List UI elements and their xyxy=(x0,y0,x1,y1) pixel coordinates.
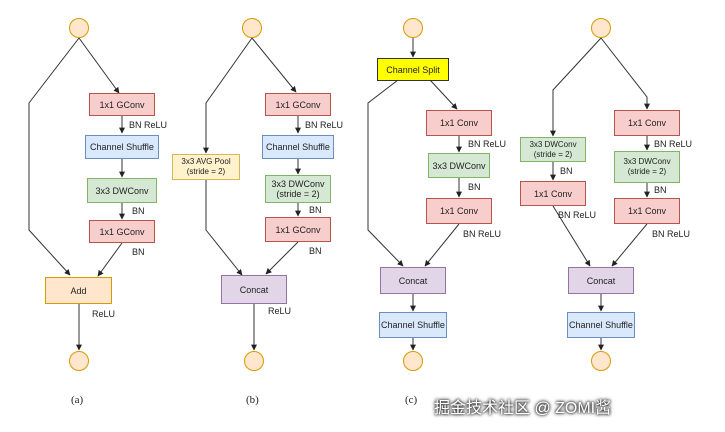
a-bn-label-1: BN xyxy=(132,206,145,216)
c-concat-box: Concat xyxy=(380,267,446,294)
b-input-node xyxy=(242,18,262,38)
c-conv2-box: 1x1 Conv xyxy=(426,198,492,224)
c-channel-split-box: Channel Split xyxy=(377,58,449,81)
d-output-node xyxy=(591,351,611,371)
a-gconv1-box: 1x1 GConv xyxy=(89,93,155,116)
a-bn-relu-label: BN ReLU xyxy=(129,120,168,130)
d-left-dwconv-box: 3x3 DWConv (stride = 2) xyxy=(520,137,586,162)
d-right-conv1-box: 1x1 Conv xyxy=(614,110,680,136)
a-relu-label: ReLU xyxy=(92,309,116,319)
watermark: 掘金技术社区 @ ZOMI酱 xyxy=(434,400,612,417)
b-bn-label-1: BN xyxy=(309,205,322,215)
b-output-node xyxy=(244,351,264,371)
c-input-node xyxy=(403,18,423,38)
d-concat-box: Concat xyxy=(568,267,634,294)
b-concat-box: Concat xyxy=(221,275,287,304)
d-left-bn-label: BN xyxy=(560,166,573,176)
c-caption: (c) xyxy=(405,394,418,406)
b-bn-relu-label: BN ReLU xyxy=(305,120,344,130)
d-left-conv-box: 1x1 Conv xyxy=(520,181,586,206)
d-channel-shuffle-box: Channel Shuffle xyxy=(567,312,635,338)
a-add-box: Add xyxy=(45,277,112,304)
d-right-conv2-box: 1x1 Conv xyxy=(614,198,680,224)
d-right-bn-relu-label-1: BN ReLU xyxy=(654,139,693,149)
a-gconv2-box: 1x1 GConv xyxy=(89,220,155,243)
a-bn-label-2: BN xyxy=(132,247,145,257)
b-gconv2-box: 1x1 GConv xyxy=(265,217,331,242)
b-bn-label-2: BN xyxy=(309,246,322,256)
c-bn-label: BN xyxy=(468,182,481,192)
c-conv1-box: 1x1 Conv xyxy=(426,110,492,136)
d-left-bn-relu-label: BN ReLU xyxy=(558,210,597,220)
d-right-dwconv-box: 3x3 DWConv (stride = 2) xyxy=(614,151,680,183)
b-channel-shuffle-box: Channel Shuffle xyxy=(262,135,334,159)
c-bn-relu-label-1: BN ReLU xyxy=(468,139,507,149)
c-output-node xyxy=(403,351,423,371)
a-caption: (a) xyxy=(71,394,84,406)
b-caption: (b) xyxy=(246,394,259,406)
c-channel-shuffle-box: Channel Shuffle xyxy=(379,312,447,338)
d-right-bn-relu-label-2: BN ReLU xyxy=(652,229,691,239)
a-dwconv-box: 3x3 DWConv xyxy=(87,178,157,203)
b-gconv1-box: 1x1 GConv xyxy=(265,93,331,116)
c-bn-relu-label-2: BN ReLU xyxy=(463,229,502,239)
c-dwconv-box: 3x3 DWConv xyxy=(428,153,490,178)
d-right-bn-label: BN xyxy=(654,185,667,195)
a-channel-shuffle-box: Channel Shuffle xyxy=(85,135,159,159)
b-dwconv-box: 3x3 DWConv (stride = 2) xyxy=(265,175,331,203)
a-input-node xyxy=(69,18,89,38)
b-relu-label: ReLU xyxy=(268,306,292,316)
d-input-node xyxy=(591,18,611,38)
b-avg-pool-box: 3x3 AVG Pool (stride = 2) xyxy=(172,154,240,180)
a-output-node xyxy=(69,351,89,371)
